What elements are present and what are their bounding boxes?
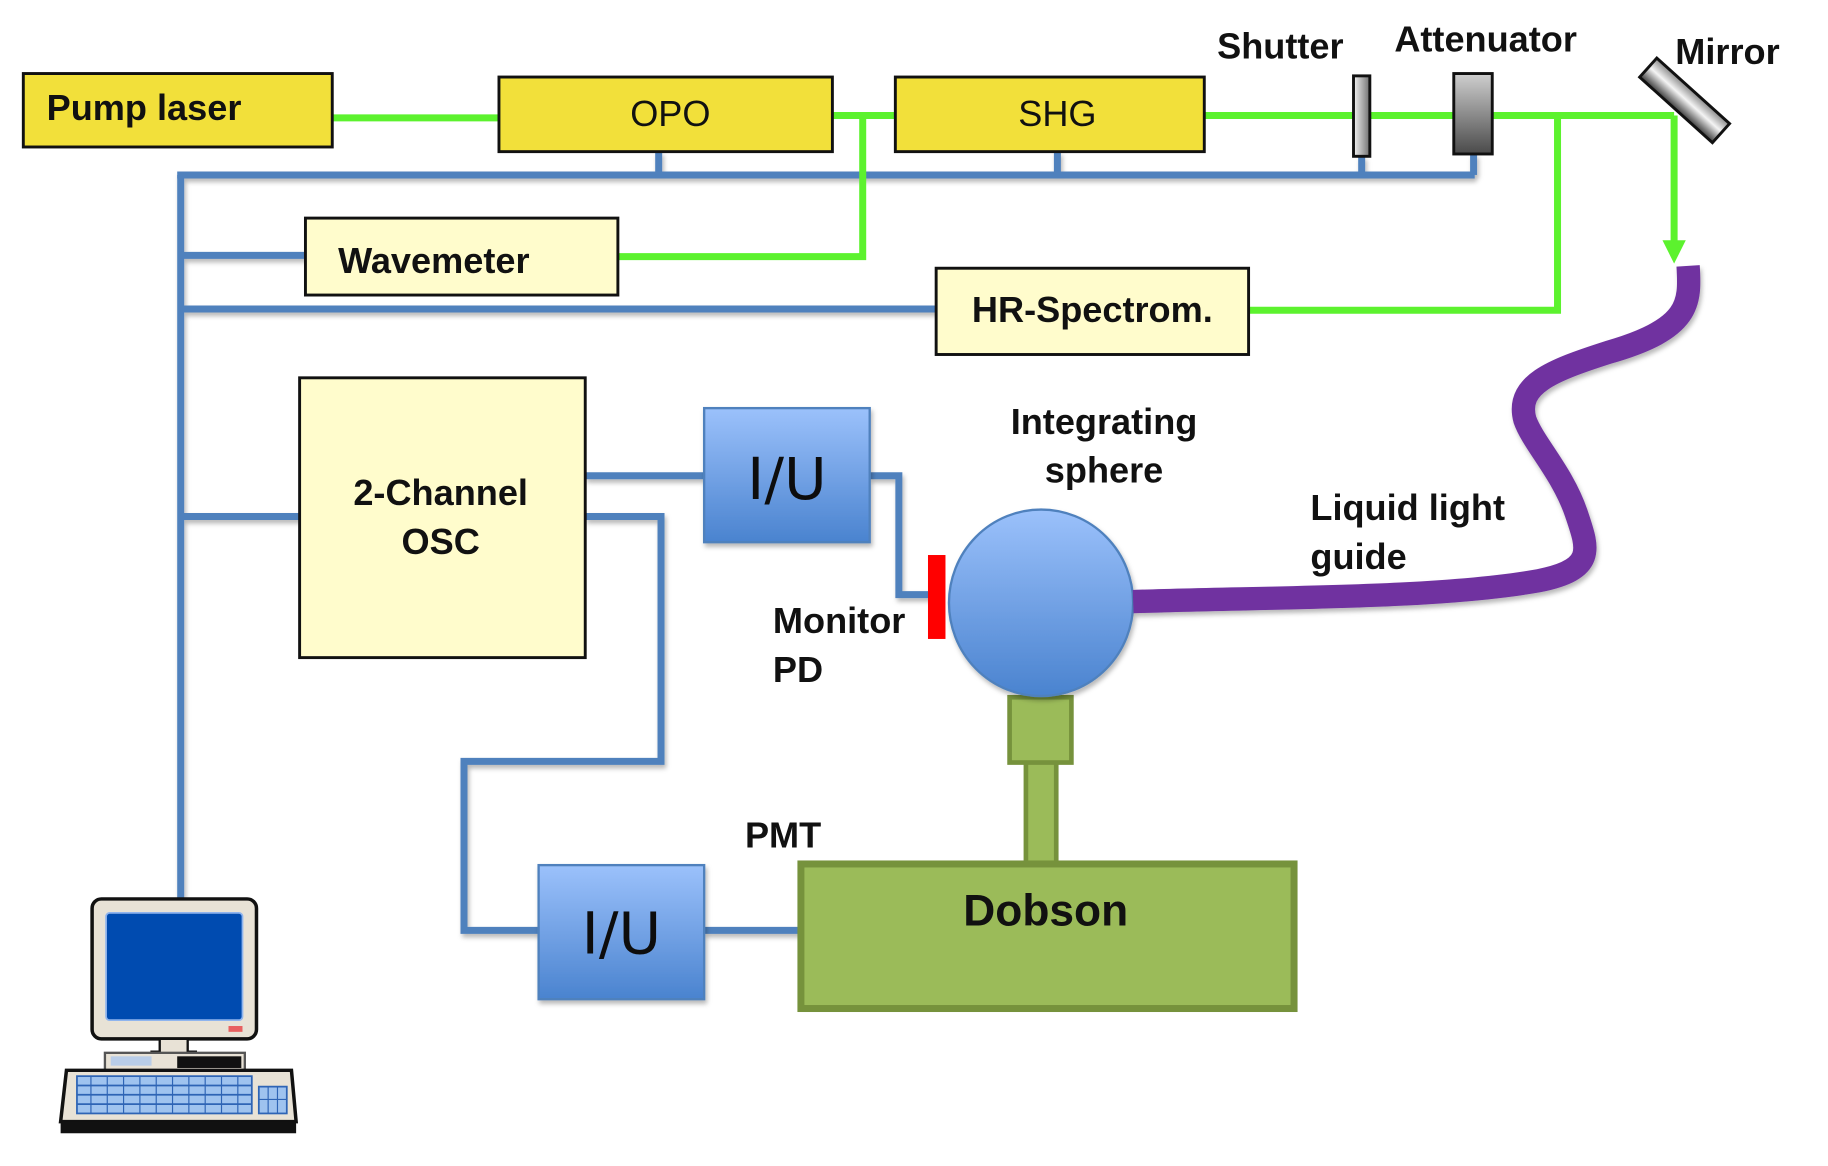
wavemeter-label: Wavemeter xyxy=(338,240,529,281)
shutter-label: Shutter xyxy=(1217,25,1343,66)
liquid-light-guide-label-line2: guide xyxy=(1310,536,1406,577)
pump-laser-label: Pump laser xyxy=(47,87,242,128)
monitor-pd-label-line1: Monitor xyxy=(773,600,905,641)
wavemeter-box[interactable]: Wavemeter xyxy=(303,216,620,297)
liquid-light-guide xyxy=(1132,265,1701,614)
computer-icon[interactable] xyxy=(58,897,299,1134)
pmt-label: PMT xyxy=(745,815,821,856)
dobson-label: Dobson xyxy=(963,887,1128,936)
pmt-stem xyxy=(1007,694,1074,868)
shg-label: SHG xyxy=(1018,93,1096,134)
opo-label: OPO xyxy=(630,93,710,134)
pump-laser-box[interactable]: Pump laser xyxy=(21,72,334,149)
hr-spectrometer-box[interactable]: HR-Spectrom. xyxy=(934,266,1251,356)
iu-converter-bottom-label: I/U xyxy=(582,900,661,968)
monitor-pd-label-line2: PD xyxy=(773,649,823,690)
dobson-box[interactable]: Dobson xyxy=(797,860,1298,1013)
laser-beam-path xyxy=(332,112,1686,314)
hr-spectrometer-label: HR-Spectrom. xyxy=(972,289,1213,330)
iu-converter-bottom[interactable]: I/U xyxy=(537,863,706,1001)
monitor-pd[interactable] xyxy=(927,555,946,639)
iu-converter-top-label: I/U xyxy=(747,445,826,513)
mirror-label: Mirror xyxy=(1675,31,1779,72)
beam-arrow-icon xyxy=(1662,240,1686,264)
integrating-sphere[interactable] xyxy=(947,508,1135,698)
attenuator-label: Attenuator xyxy=(1394,18,1577,59)
iu-converter-top[interactable]: I/U xyxy=(702,406,871,544)
integrating-sphere-label-line2: sphere xyxy=(1045,450,1163,491)
shutter[interactable] xyxy=(1352,74,1372,158)
attenuator[interactable] xyxy=(1452,72,1494,156)
liquid-light-guide-label-line1: Liquid light xyxy=(1310,487,1505,528)
opo-box[interactable]: OPO xyxy=(497,75,834,154)
oscilloscope-box[interactable]: 2-Channel OSC xyxy=(298,376,587,660)
integrating-sphere-label-line1: Integrating xyxy=(1011,401,1198,442)
oscilloscope-label-line1: 2-Channel xyxy=(353,472,528,513)
shg-box[interactable]: SHG xyxy=(893,75,1206,154)
control-bus xyxy=(177,151,1478,934)
oscilloscope-label-line2: OSC xyxy=(402,521,480,562)
mirror[interactable] xyxy=(1637,56,1732,145)
